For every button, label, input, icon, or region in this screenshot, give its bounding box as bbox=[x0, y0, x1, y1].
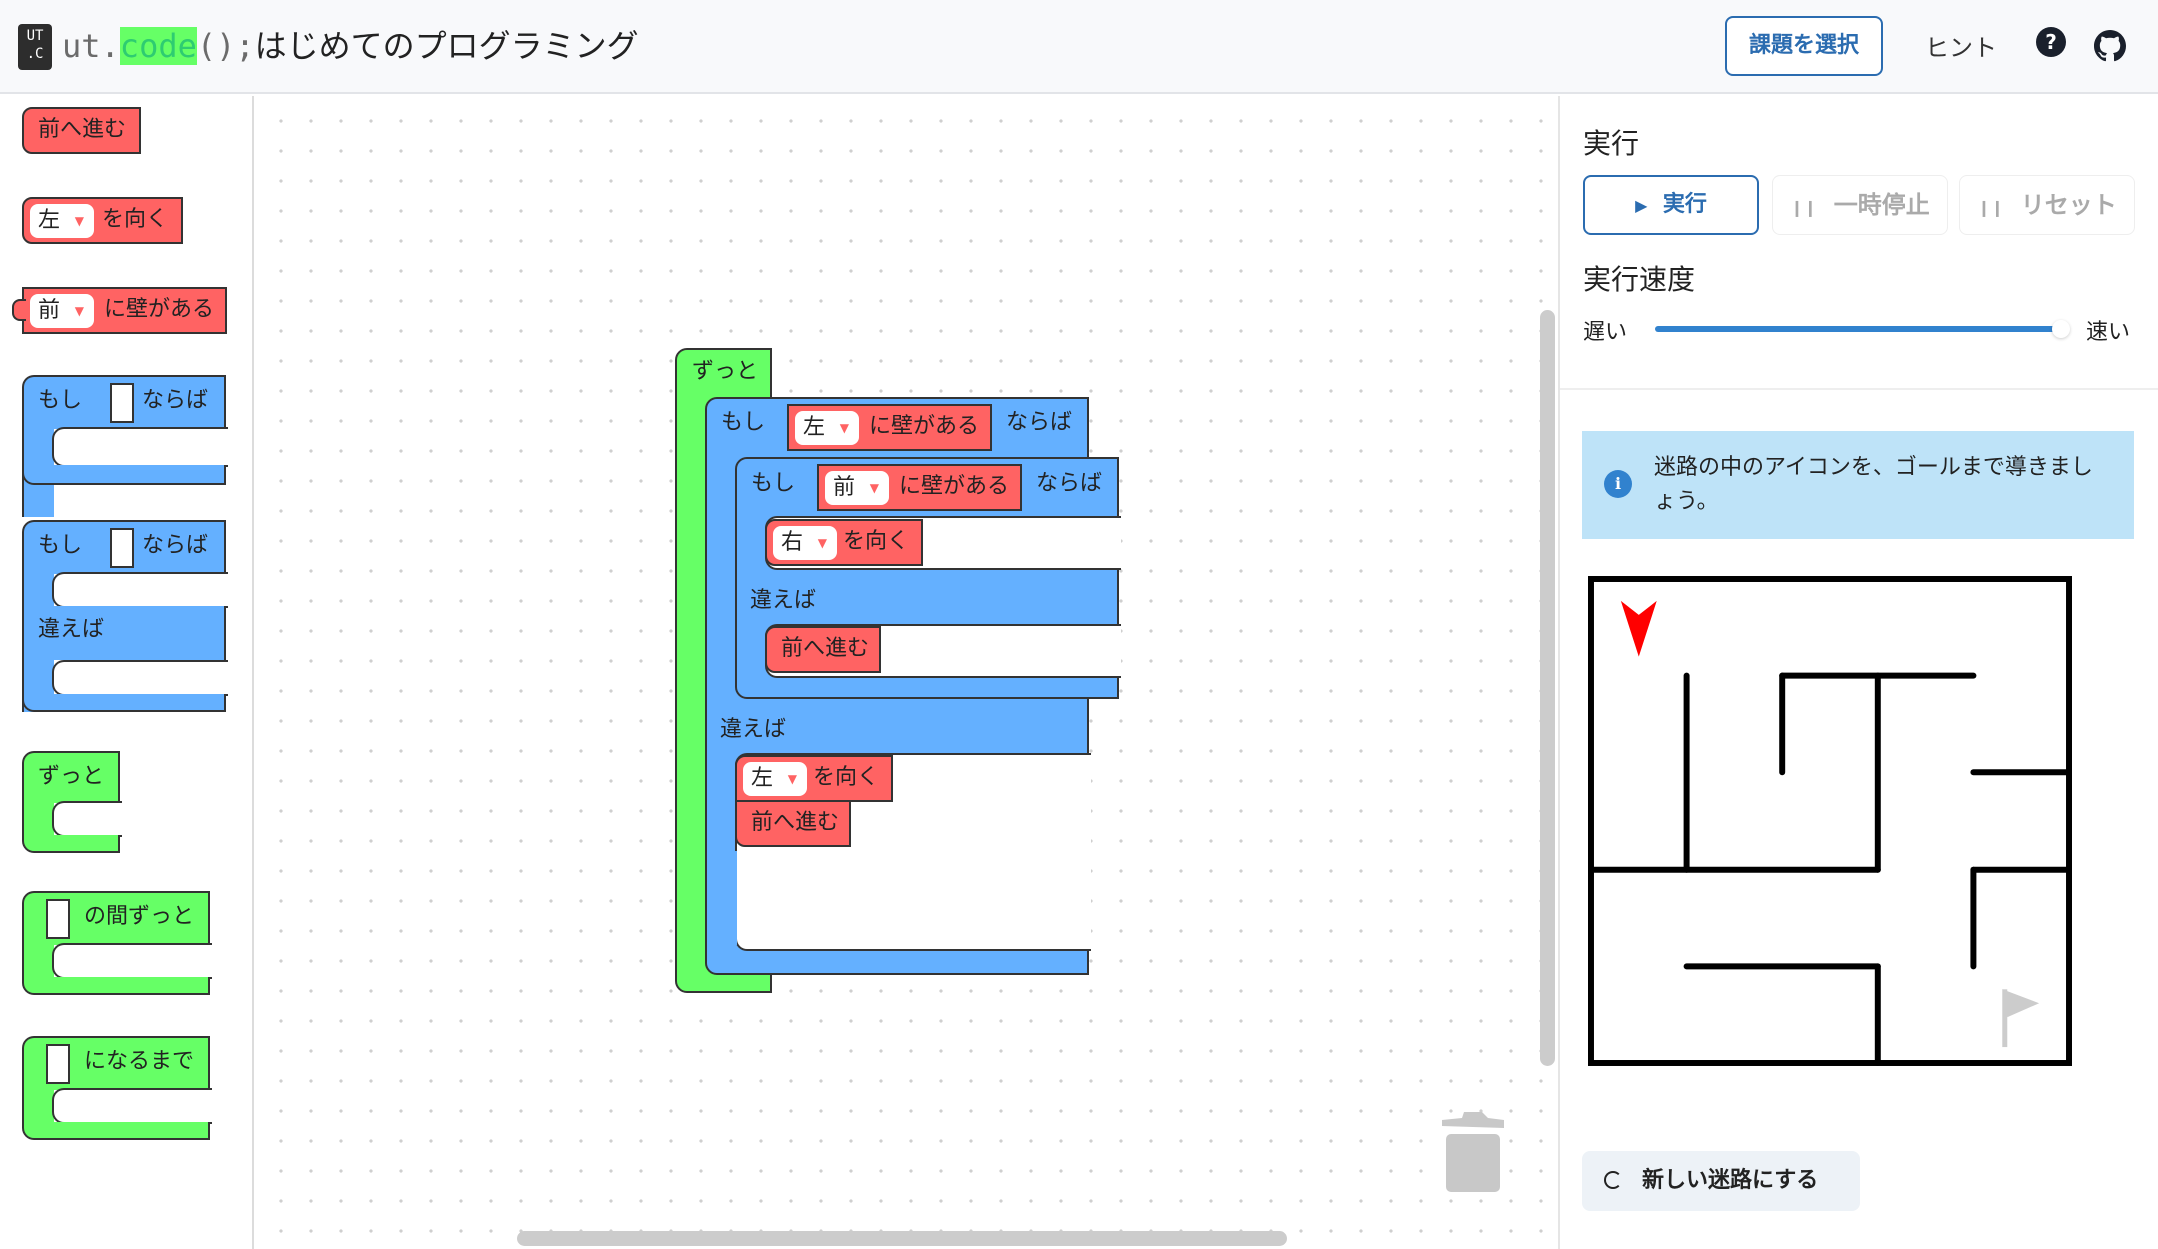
condition-slot[interactable] bbox=[110, 383, 134, 423]
horizontal-scrollbar[interactable] bbox=[517, 1231, 1287, 1246]
statement-slot[interactable] bbox=[52, 660, 228, 696]
github-icon[interactable] bbox=[2094, 30, 2126, 62]
else-header: 違えば bbox=[22, 606, 226, 660]
statement-slot[interactable] bbox=[52, 943, 212, 979]
if-footer bbox=[22, 465, 226, 485]
until-footer bbox=[22, 1122, 210, 1140]
dropdown-arrow-icon: ▼ bbox=[74, 214, 84, 228]
while-header: の間ずっと bbox=[22, 891, 210, 945]
condition-slot[interactable] bbox=[46, 899, 70, 939]
player-arrow-icon bbox=[1620, 600, 1657, 657]
speed-slow-label: 遅い bbox=[1583, 320, 1628, 345]
direction-dropdown[interactable]: 前▼ bbox=[825, 471, 889, 505]
direction-dropdown[interactable]: 左▼ bbox=[795, 411, 859, 445]
vertical-scrollbar[interactable] bbox=[1540, 310, 1555, 1066]
panel-divider[interactable] bbox=[1558, 96, 1560, 1249]
run-section-title: 実行 bbox=[1583, 127, 1640, 160]
condition-wall-check-block[interactable]: 前▼ に壁がある bbox=[817, 464, 1022, 511]
condition-slot[interactable] bbox=[46, 1044, 70, 1084]
dropdown-arrow-icon: ▼ bbox=[74, 304, 84, 318]
direction-dropdown[interactable]: 前▼ bbox=[30, 294, 94, 328]
blockly-workspace[interactable]: ずっと もし 左▼ に壁がある ならば もし 前▼ に壁がある ならば 右▼ を… bbox=[256, 96, 1558, 1249]
if-spine bbox=[705, 851, 737, 945]
question-circle-icon[interactable]: ? bbox=[2036, 27, 2066, 57]
play-icon: ▶ bbox=[1635, 196, 1648, 215]
move-forward-block[interactable]: 前へ進む bbox=[765, 626, 881, 673]
if-header: もし ならば bbox=[22, 520, 226, 574]
dropdown-arrow-icon: ▼ bbox=[869, 481, 879, 495]
new-maze-button[interactable]: 新しい迷路にする bbox=[1582, 1151, 1860, 1211]
condition-slot[interactable] bbox=[110, 528, 134, 568]
toolbox-block-forever[interactable]: ずっと bbox=[22, 751, 122, 853]
block-toolbox: 前へ進む 左▼ を向く 前▼ に壁がある もし ならば もし ならば bbox=[0, 96, 254, 1249]
pause-icon: ❙❙ bbox=[1790, 198, 1818, 217]
dropdown-arrow-icon: ▼ bbox=[817, 536, 827, 550]
select-task-button[interactable]: 課題を選択 bbox=[1725, 16, 1883, 76]
speed-fast-label: 速い bbox=[2086, 320, 2131, 345]
app-title: ut.code();はじめてのプログラミング bbox=[62, 27, 639, 65]
section-divider bbox=[1560, 388, 2158, 390]
toolbox-block-while[interactable]: の間ずっと bbox=[22, 891, 212, 995]
if-footer bbox=[22, 694, 226, 712]
statement-slot[interactable] bbox=[52, 801, 122, 837]
turn-block[interactable]: 左▼ を向く bbox=[735, 755, 893, 802]
hint-link[interactable]: ヒント bbox=[1925, 34, 1997, 62]
info-icon: i bbox=[1604, 470, 1632, 498]
toolbox-block-if[interactable]: もし ならば bbox=[22, 375, 228, 574]
move-forward-block[interactable]: 前へ進む bbox=[735, 800, 851, 847]
maze-canvas bbox=[1588, 576, 2072, 1066]
forever-footer bbox=[22, 835, 120, 853]
turn-block[interactable]: 右▼ を向く bbox=[765, 519, 923, 566]
until-header: になるまで bbox=[22, 1036, 210, 1090]
if-header: もし ならば bbox=[22, 375, 226, 429]
until-spine bbox=[22, 1088, 54, 1128]
toolbox-block-turn[interactable]: 左▼ を向く bbox=[22, 197, 183, 244]
direction-dropdown[interactable]: 左▼ bbox=[743, 762, 807, 796]
toolbox-block-wall-check[interactable]: 前▼ に壁がある bbox=[22, 287, 227, 334]
utcode-logo[interactable]: UT .C bbox=[18, 24, 52, 70]
speed-slider-thumb[interactable] bbox=[2052, 320, 2070, 338]
control-panel bbox=[1560, 96, 2158, 1249]
pause-button[interactable]: ❙❙ 一時停止 bbox=[1772, 175, 1948, 235]
while-footer bbox=[22, 977, 210, 995]
run-button[interactable]: ▶ 実行 bbox=[1583, 175, 1759, 235]
statement-slot[interactable] bbox=[52, 1088, 212, 1124]
speed-section-title: 実行速度 bbox=[1583, 263, 1696, 296]
forever-header: ずっと bbox=[22, 751, 120, 803]
statement-slot[interactable] bbox=[52, 427, 228, 467]
refresh-icon bbox=[1604, 1171, 1622, 1189]
forever-spine bbox=[22, 801, 54, 841]
statement-slot[interactable] bbox=[52, 572, 228, 608]
reset-button[interactable]: ❙❙ リセット bbox=[1959, 175, 2135, 235]
app-header: UT .C ut.code();はじめてのプログラミング 課題を選択 ヒント ? bbox=[0, 0, 2158, 94]
info-alert: i 迷路の中のアイコンを、ゴールまで導きましょう。 bbox=[1582, 431, 2134, 539]
speed-slider-track[interactable] bbox=[1655, 326, 2055, 332]
toolbox-block-move-forward[interactable]: 前へ進む bbox=[22, 107, 141, 154]
toolbox-block-if-else[interactable]: もし ならば 違えば bbox=[22, 520, 228, 720]
while-spine bbox=[22, 943, 54, 983]
condition-wall-check-block[interactable]: 左▼ に壁がある bbox=[787, 404, 992, 451]
goal-flag-icon bbox=[2002, 989, 2040, 1048]
dropdown-arrow-icon: ▼ bbox=[787, 772, 797, 786]
toolbox-block-until[interactable]: になるまで bbox=[22, 1036, 212, 1140]
trash-can-icon[interactable] bbox=[1440, 1108, 1506, 1192]
direction-dropdown[interactable]: 右▼ bbox=[773, 526, 837, 560]
pause-icon: ❙❙ bbox=[1977, 198, 2005, 217]
direction-dropdown[interactable]: 左▼ bbox=[30, 204, 94, 238]
puzzle-tab bbox=[12, 299, 26, 321]
dropdown-arrow-icon: ▼ bbox=[839, 421, 849, 435]
